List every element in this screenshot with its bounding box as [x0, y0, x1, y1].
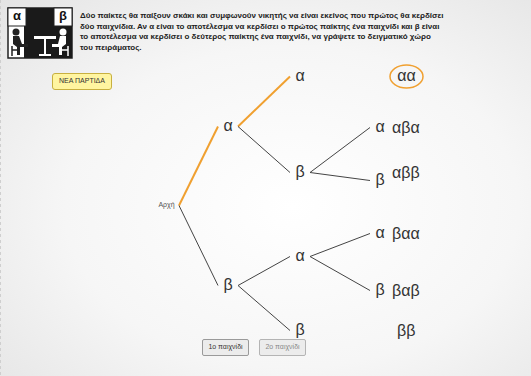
node-text: α	[375, 224, 385, 242]
sample-outcome: αβα	[392, 119, 420, 137]
node-text: β	[375, 281, 385, 299]
outcome-node: β	[292, 162, 308, 183]
outcome-node: β	[372, 280, 388, 301]
node-text: α	[375, 118, 385, 136]
tree-branch	[310, 234, 370, 257]
selected-outcome: αα	[389, 64, 424, 89]
sample-outcome: βαα	[392, 225, 420, 243]
tree-branch	[179, 206, 218, 286]
outcome-node: β	[220, 275, 236, 296]
tree-branch	[238, 257, 290, 286]
sample-outcome: ββ	[397, 322, 415, 340]
new-game-button: ΝΕΑ ΠΑΡΤΙΔΑ	[52, 73, 112, 90]
tree-branch	[310, 173, 370, 181]
sample-outcome: αββ	[392, 164, 420, 182]
root-node: Αρχή	[156, 199, 177, 212]
node-text: β	[295, 163, 305, 181]
sample-outcome: βαβ	[392, 282, 420, 300]
node-text: 2ο παιχνίδι	[265, 343, 300, 351]
game-button: 1ο παιχνίδι	[202, 339, 249, 356]
tree-branch	[310, 257, 370, 291]
outcome-node: α	[372, 223, 388, 244]
node-text: αα	[397, 67, 416, 85]
tree-branch	[310, 128, 370, 173]
node-text: 1ο παιχνίδι	[208, 343, 243, 351]
outcome-node: β	[292, 320, 308, 341]
player-letter: β	[59, 9, 67, 24]
outcome-node: α	[372, 117, 388, 138]
outcome-node: β	[372, 170, 388, 191]
player-letter: α	[13, 9, 21, 24]
node-text: ΝΕΑ ΠΑΡΤΙΔΑ	[59, 77, 105, 85]
tree-branch	[238, 286, 290, 331]
node-text: Αρχή	[158, 201, 175, 209]
node-text: α	[295, 247, 305, 265]
outcome-node: α	[292, 66, 308, 87]
node-text: α	[223, 117, 233, 135]
node-text: α	[295, 67, 305, 85]
outcome-node: α	[220, 116, 236, 137]
outcome-node: α	[292, 246, 308, 267]
tree-branch	[238, 127, 290, 173]
node-text: β	[223, 276, 233, 294]
tree-branch	[179, 127, 218, 206]
tree-branch	[238, 77, 290, 127]
game-button-disabled: 2ο παιχνίδι	[259, 339, 306, 356]
node-text: β	[295, 321, 305, 339]
node-text: β	[375, 171, 385, 189]
task-text: Δύο παίκτες θα παίξουν σκάκι και συμφωνο…	[80, 11, 445, 53]
